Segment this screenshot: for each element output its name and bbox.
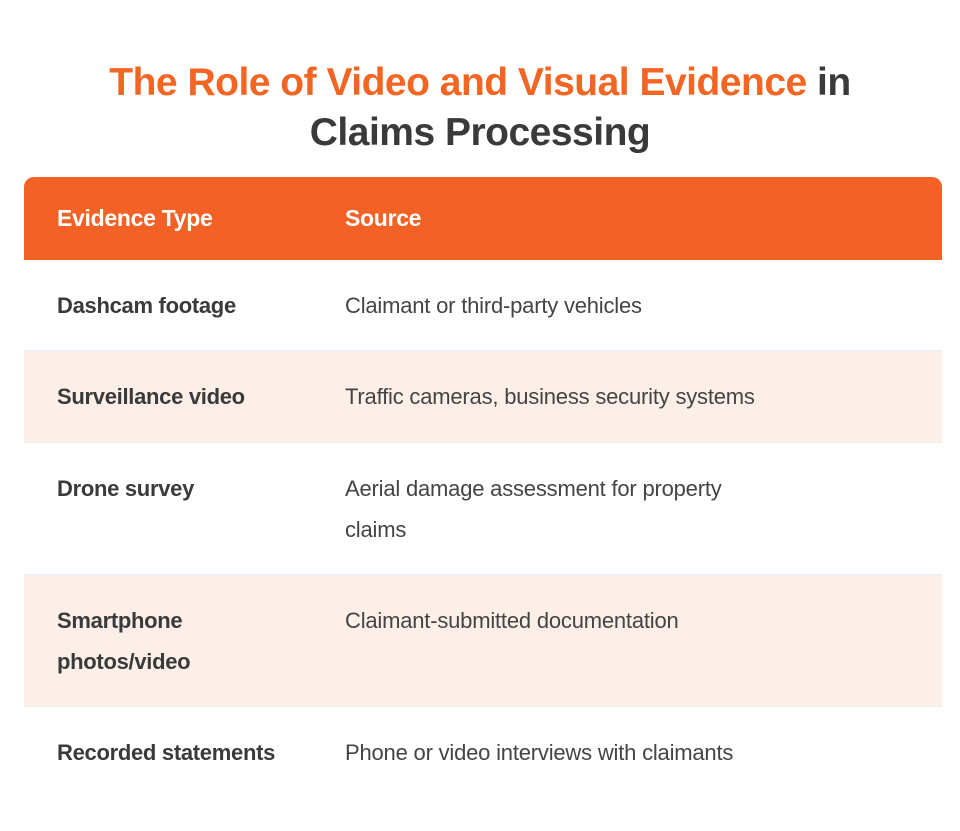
table-row: Recorded statements Phone or video inter…: [24, 707, 942, 799]
table-row: Drone survey Aerial damage assessment fo…: [24, 443, 942, 575]
evidence-type-cell: Surveillance video: [57, 384, 245, 409]
evidence-type-cell: Dashcam footage: [57, 293, 236, 318]
title-accent: The Role of Video and Visual Evidence: [109, 61, 807, 105]
header-source: Source: [345, 205, 422, 231]
evidence-type-cell: Recorded statements: [57, 740, 276, 765]
source-cell: Claimant-submitted documentation: [345, 608, 679, 633]
table-header: Evidence Type Source: [24, 177, 942, 260]
evidence-table: Evidence Type Source Dashcam footage Cla…: [24, 177, 942, 799]
table-row: Dashcam footage Claimant or third-party …: [24, 260, 942, 351]
page-title: The Role of Video and Visual Evidence in…: [0, 58, 960, 158]
evidence-type-cell: Smartphone photos/video: [57, 608, 191, 674]
source-cell: Phone or video interviews with claimants: [345, 740, 734, 765]
evidence-type-cell: Drone survey: [57, 476, 195, 501]
source-cell: Aerial damage assessment for property cl…: [345, 476, 722, 542]
source-cell: Claimant or third-party vehicles: [345, 293, 642, 318]
table-row: Surveillance video Traffic cameras, busi…: [24, 351, 942, 443]
source-cell: Traffic cameras, business security syste…: [345, 384, 755, 409]
header-evidence-type: Evidence Type: [57, 205, 213, 231]
title-line2: Claims Processing: [309, 111, 651, 155]
title-rest: in: [806, 61, 851, 105]
table-row: Smartphone photos/video Claimant-submitt…: [24, 575, 942, 707]
